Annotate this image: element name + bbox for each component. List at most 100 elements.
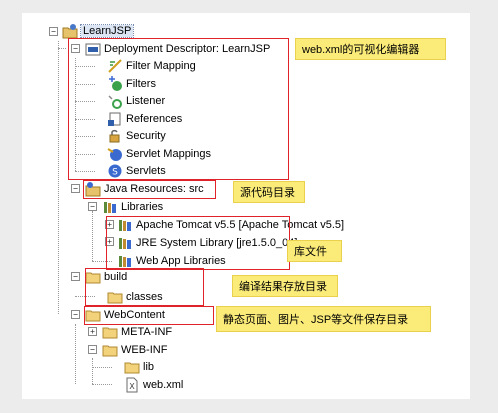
- collapse-toggle[interactable]: −: [71, 184, 80, 193]
- tree-item-tomcat[interactable]: Apache Tomcat v5.5 [Apache Tomcat v5.5]: [117, 216, 344, 233]
- libraries-label: Libraries: [121, 200, 164, 213]
- tree-item-servlets[interactable]: S Servlets: [107, 162, 166, 179]
- tree-item-project[interactable]: LearnJSP: [62, 22, 135, 39]
- svg-text:S: S: [112, 167, 118, 177]
- collapse-toggle[interactable]: −: [71, 272, 80, 281]
- tree-line: [75, 66, 95, 67]
- tomcat-label: Apache Tomcat v5.5 [Apache Tomcat v5.5]: [136, 218, 345, 231]
- tree-item-classes[interactable]: classes: [107, 288, 163, 305]
- tree-item-jre[interactable]: JRE System Library [jre1.5.0_04]: [117, 234, 297, 251]
- servlets-icon: S: [107, 163, 123, 179]
- tree-item-security[interactable]: Security: [107, 127, 166, 144]
- tree-item-web-app-libraries[interactable]: Web App Libraries: [117, 252, 226, 269]
- lib-label: lib: [143, 360, 155, 373]
- annotation-build-output: 编译结果存放目录: [232, 275, 338, 297]
- expand-toggle[interactable]: +: [105, 220, 114, 229]
- highlight-box-build: [85, 268, 204, 306]
- tree-line: [58, 48, 66, 49]
- listener-icon: [107, 93, 123, 109]
- tree-line: [58, 41, 59, 314]
- tree-line: [75, 101, 95, 102]
- expand-toggle[interactable]: +: [105, 237, 114, 246]
- folder-icon: [102, 324, 118, 340]
- xml-file-icon: X: [124, 377, 140, 393]
- tree-line: [75, 136, 95, 137]
- security-icon: [107, 128, 123, 144]
- library-icon: [117, 217, 133, 233]
- tree-line: [75, 84, 95, 85]
- java-resources-label: Java Resources: src: [104, 182, 204, 195]
- servlets-label: Servlets: [126, 164, 166, 177]
- servlet-mappings-label: Servlet Mappings: [126, 147, 211, 160]
- annotation-webxml-editor: web.xml的可视化编辑器: [295, 38, 446, 60]
- highlight-box-deployment-descriptor: [68, 38, 289, 180]
- folder-icon: [85, 307, 101, 323]
- annotation-static-content: 静态页面、图片、JSP等文件保存目录: [216, 306, 431, 332]
- tree-line: [92, 358, 93, 384]
- tree-item-java-resources[interactable]: Java Resources: src: [85, 180, 204, 197]
- folder-icon: [85, 269, 101, 285]
- annotation-source-dir: 源代码目录: [233, 181, 305, 203]
- references-label: References: [126, 112, 183, 125]
- web-inf-label: WEB-INF: [121, 343, 168, 356]
- folder-icon: [102, 342, 118, 358]
- library-icon: [117, 253, 133, 269]
- tree-item-lib[interactable]: lib: [124, 358, 154, 375]
- expand-toggle[interactable]: +: [88, 327, 97, 336]
- tree-line: [75, 58, 76, 171]
- jre-label: JRE System Library [jre1.5.0_04]: [136, 236, 298, 249]
- highlight-box-java-resources: [83, 180, 216, 199]
- webcontent-label: WebContent: [104, 308, 165, 321]
- library-icon: [102, 199, 118, 215]
- servlet-mappings-icon: [107, 146, 123, 162]
- tree-line: [92, 261, 112, 262]
- tree-line: [75, 324, 76, 384]
- tree-item-deployment-descriptor[interactable]: Deployment Descriptor: LearnJSP: [85, 40, 270, 57]
- filter-mapping-label: Filter Mapping: [126, 59, 196, 72]
- meta-inf-label: META-INF: [121, 325, 173, 338]
- svg-text:X: X: [129, 382, 135, 391]
- listener-label: Listener: [126, 94, 166, 107]
- tree-line: [92, 367, 112, 368]
- highlight-box-webcontent: [84, 306, 214, 325]
- collapse-toggle[interactable]: −: [88, 202, 97, 211]
- collapse-toggle[interactable]: −: [49, 27, 58, 36]
- web-xml-label: web.xml: [143, 378, 184, 391]
- library-icon: [117, 235, 133, 251]
- tree-line: [75, 171, 95, 172]
- tree-item-web-inf[interactable]: WEB-INF: [102, 341, 167, 358]
- web-app-libraries-label: Web App Libraries: [136, 254, 226, 267]
- classes-label: classes: [126, 290, 163, 303]
- filters-icon: [107, 75, 123, 92]
- tree-item-filters[interactable]: Filters: [107, 75, 156, 92]
- tree-line: [92, 384, 112, 385]
- tree-item-filter-mapping[interactable]: Filter Mapping: [107, 57, 196, 74]
- collapse-toggle[interactable]: −: [71, 310, 80, 319]
- highlight-box-libraries: [106, 216, 290, 270]
- project-icon: [62, 23, 78, 39]
- folder-icon: [124, 359, 140, 375]
- tree-item-listener[interactable]: Listener: [107, 92, 165, 109]
- annotation-library-files: 库文件: [287, 240, 342, 262]
- security-label: Security: [126, 129, 166, 142]
- deployment-descriptor-label: Deployment Descriptor: LearnJSP: [104, 42, 271, 55]
- java-resources-icon: [85, 181, 101, 197]
- tree-item-servlet-mappings[interactable]: Servlet Mappings: [107, 145, 211, 162]
- filters-label: Filters: [126, 77, 156, 90]
- tree-line: [75, 154, 95, 155]
- tree-item-webcontent[interactable]: WebContent: [85, 306, 165, 323]
- folder-icon: [107, 289, 123, 305]
- project-label: LearnJSP: [79, 23, 135, 38]
- tree-item-web-xml[interactable]: X web.xml: [124, 376, 183, 393]
- tree-item-meta-inf[interactable]: META-INF: [102, 323, 172, 340]
- build-label: build: [104, 270, 128, 283]
- tree-item-references[interactable]: References: [107, 110, 182, 127]
- tree-item-libraries[interactable]: Libraries: [102, 198, 163, 215]
- collapse-toggle[interactable]: −: [71, 44, 80, 53]
- filter-mapping-icon: [107, 58, 123, 74]
- tree-item-build[interactable]: build: [85, 268, 127, 285]
- tree-line: [92, 211, 93, 261]
- collapse-toggle[interactable]: −: [88, 345, 97, 354]
- tree-line: [75, 119, 95, 120]
- deployment-descriptor-icon: [85, 41, 101, 57]
